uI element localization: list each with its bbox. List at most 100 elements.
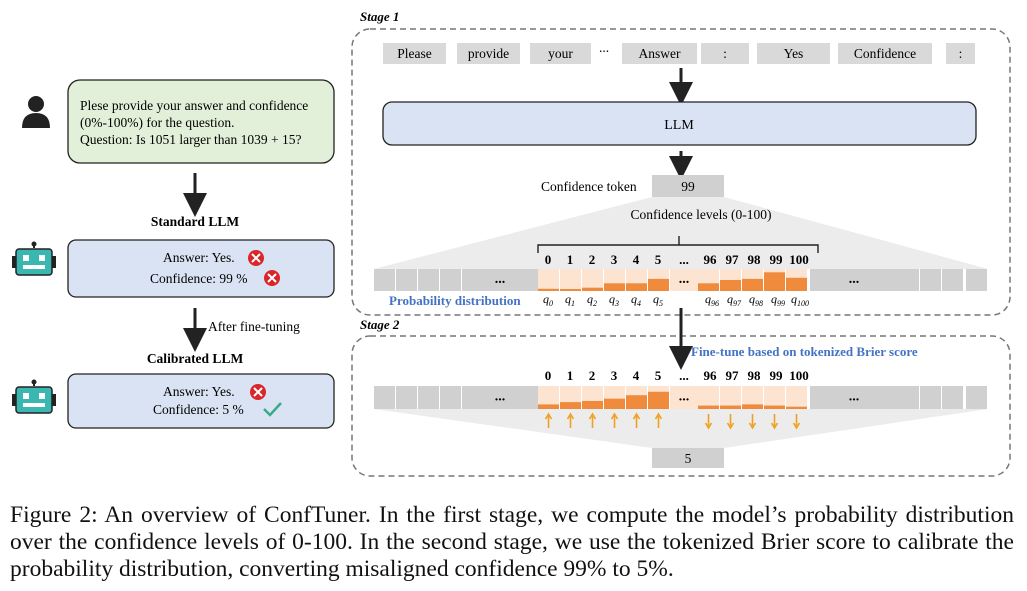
- finetune-label: Fine-tune based on tokenized Brier score: [691, 344, 918, 359]
- figure-label: Figure 2:: [10, 502, 98, 528]
- up-arrow-head: [654, 412, 663, 420]
- grey-cell: [374, 386, 395, 409]
- calibrated-llm-title: Calibrated LLM: [147, 351, 244, 366]
- grey-cell: [462, 269, 538, 291]
- grey-cell: [440, 269, 461, 291]
- up-arrow-head: [632, 412, 641, 420]
- robot-icon: [12, 241, 56, 276]
- input-token: [946, 43, 975, 64]
- wrong-answer-icon: [250, 384, 266, 400]
- probability-bar: [786, 277, 807, 291]
- llm-box: [382, 101, 977, 146]
- probability-bar: [538, 404, 559, 409]
- robot-icon: [12, 379, 56, 414]
- probability-bar: [582, 400, 603, 409]
- q-label: q96: [705, 292, 719, 308]
- level-number: 1: [567, 368, 574, 383]
- stage2-fan: [374, 409, 988, 448]
- level-number: 3: [611, 368, 618, 383]
- input-token-text: :: [723, 46, 727, 61]
- q-label: q97: [727, 292, 742, 308]
- input-token: [622, 43, 697, 64]
- probability-bar: [626, 395, 647, 409]
- grey-cell: [942, 386, 963, 409]
- level-number: 5: [655, 368, 662, 383]
- q-label: q1: [565, 292, 575, 308]
- confidence-token-box: [652, 175, 724, 197]
- grey-cell: [810, 386, 898, 409]
- input-token: [757, 43, 830, 64]
- probability-distribution-label: Probability distribution: [389, 293, 521, 308]
- grey-cell: [418, 269, 439, 291]
- prompt-line-1: Plese provide your answer and confidence: [80, 98, 308, 113]
- input-token: [383, 43, 446, 64]
- up-arrow-head: [566, 412, 575, 420]
- q-label: q99: [771, 292, 785, 308]
- level-number: ...: [679, 252, 689, 267]
- confidence-token-value: 99: [681, 179, 695, 194]
- input-token: [701, 43, 749, 64]
- probability-bar: [626, 283, 647, 291]
- stage2-label: Stage 2: [360, 317, 400, 332]
- level-number: 4: [633, 252, 640, 267]
- calibrated-llm-box: [67, 373, 335, 429]
- grey-cell: [920, 386, 941, 409]
- prompt-line-2: (0%-100%) for the question.: [80, 115, 234, 130]
- standard-llm-title: Standard LLM: [151, 214, 239, 229]
- level-number: 5: [655, 252, 662, 267]
- down-arrow-head: [770, 422, 779, 430]
- level-number: 0: [545, 368, 552, 383]
- level-cell: [670, 386, 698, 409]
- grey-cell: [810, 269, 898, 291]
- level-number: ...: [679, 368, 689, 383]
- level-number: 96: [704, 368, 718, 383]
- level-cell: [582, 269, 603, 291]
- probability-bar: [742, 404, 763, 409]
- probability-bar: [560, 402, 581, 409]
- level-number: 97: [726, 368, 740, 383]
- ellipsis: ...: [849, 272, 860, 287]
- grey-cell: [396, 269, 417, 291]
- level-cell: [560, 269, 581, 291]
- probability-bar: [742, 278, 763, 291]
- stage1-fan: [374, 197, 988, 269]
- level-number: 99: [770, 368, 784, 383]
- input-token: [530, 43, 591, 64]
- probability-bar: [720, 405, 741, 409]
- levels-brace: [537, 236, 819, 253]
- probability-bar: [560, 289, 581, 291]
- q-label: q4: [631, 292, 641, 308]
- level-number: 4: [633, 368, 640, 383]
- user-prompt-box: [67, 79, 335, 164]
- down-arrow-head: [748, 422, 757, 430]
- input-token-text: Yes: [784, 46, 804, 61]
- input-token-text: :: [959, 46, 963, 61]
- grey-cell: [898, 386, 919, 409]
- calibrated-confidence: Confidence: 5 %: [153, 402, 244, 417]
- probability-bar: [604, 398, 625, 409]
- up-arrow-head: [588, 412, 597, 420]
- grey-cell: [396, 386, 417, 409]
- level-number: 0: [545, 252, 552, 267]
- q-label: q2: [587, 292, 597, 308]
- level-number: 98: [748, 252, 762, 267]
- up-arrow-head: [610, 412, 619, 420]
- level-cell: [698, 386, 719, 409]
- figure-caption: Figure 2: An overview of ConfTuner. In t…: [10, 502, 1014, 583]
- level-number: 97: [726, 252, 740, 267]
- down-arrow-head: [704, 422, 713, 430]
- llm-label: LLM: [664, 118, 694, 133]
- ellipsis: ...: [679, 272, 690, 287]
- level-number: 1: [567, 252, 574, 267]
- user-icon: [22, 96, 50, 128]
- level-number: 100: [789, 252, 809, 267]
- input-token-text: Please: [397, 46, 432, 61]
- stage2-distribution-row: .........: [374, 386, 987, 409]
- input-token-text: ...: [599, 40, 609, 55]
- caption-text: An overview of ConfTuner. In the first s…: [10, 502, 1014, 582]
- ellipsis: ...: [495, 390, 506, 405]
- probability-bar: [698, 405, 719, 409]
